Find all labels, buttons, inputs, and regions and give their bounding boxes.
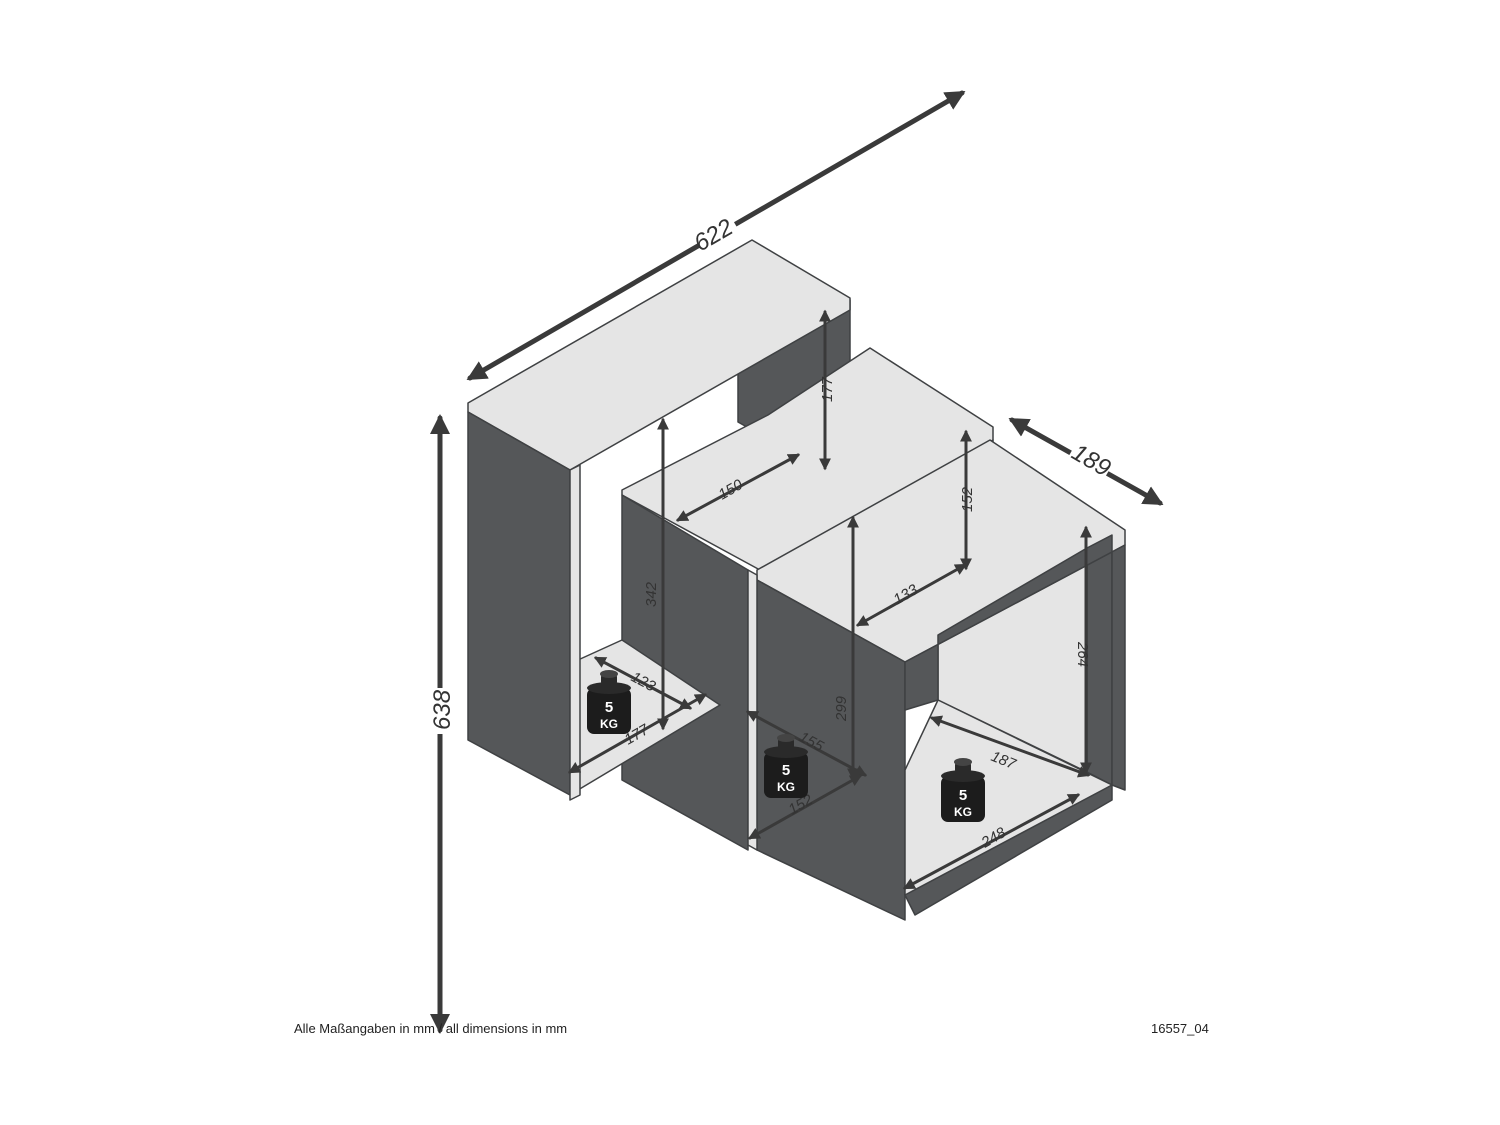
middle-cube-inner-side (747, 569, 758, 851)
weight-middle: 5 KG (764, 734, 808, 798)
units-note: Alle Maßangaben in mm / all dimensions i… (294, 1021, 568, 1036)
top-cube-front (467, 411, 571, 796)
right-cube-front-right (904, 534, 1126, 791)
drawing-code: 16557_04 (1151, 1021, 1209, 1036)
weight-left-unit: KG (600, 717, 618, 731)
shelf-unit (467, 239, 1126, 921)
label-left-tall-height: 342 (643, 581, 660, 607)
arrow-middle-shelf-depth (675, 453, 801, 522)
arrow-left-shelf-width (567, 693, 708, 774)
weight-middle-value: 5 (782, 762, 790, 779)
weight-left: 5 KG (587, 670, 631, 734)
arrow-right-shelf-width (902, 793, 1081, 890)
top-cube-inner-side (569, 464, 581, 801)
weight-right-unit: KG (954, 805, 972, 819)
label-top-box-height: 177 (819, 376, 836, 402)
weight-right-value: 5 (959, 787, 967, 804)
weight-left-value: 5 (605, 699, 613, 716)
label-middle-box-height: 152 (959, 486, 976, 512)
arrow-middle-shelf-inner-depth (745, 710, 868, 777)
label-right-height: 264 (1074, 641, 1091, 667)
label-total-height: 638 (429, 689, 456, 730)
arrow-right-shelf-depth (929, 715, 1091, 778)
weight-right: 5 KG (941, 758, 985, 822)
arrow-right-box-top-depth (855, 563, 968, 627)
weight-middle-unit: KG (777, 780, 795, 794)
label-middle-height: 299 (833, 695, 850, 722)
arrow-middle-shelf-width (747, 774, 863, 840)
